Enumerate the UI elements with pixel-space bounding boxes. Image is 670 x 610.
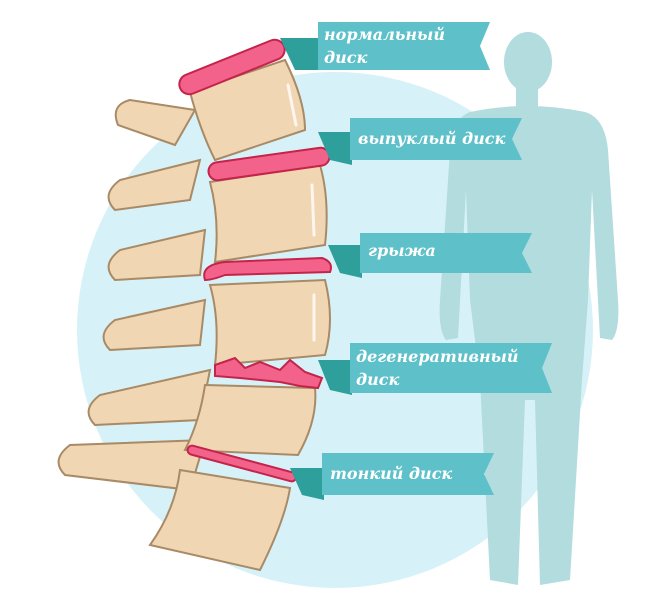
label-hernia: грыжа	[328, 233, 532, 278]
label-thin: тонкий диск	[330, 464, 452, 483]
label-normal-disc: нормальный диск	[280, 22, 490, 70]
label-hernia-text: грыжа	[368, 241, 436, 260]
disc-degenerative	[214, 356, 324, 390]
label-bulging: выпуклый диск	[358, 129, 506, 148]
disc-hernia	[203, 256, 332, 282]
label-degenerative-line2: диск	[356, 370, 400, 389]
spine	[57, 58, 331, 572]
label-normal-line1: нормальный	[324, 25, 445, 44]
label-normal-line2: диск	[324, 48, 368, 67]
label-degenerative-disc: дегенеративный диск	[318, 343, 552, 395]
label-bulging-disc: выпуклый диск	[318, 118, 522, 165]
label-degenerative-line1: дегенеративный	[356, 347, 519, 366]
highlights	[286, 83, 316, 342]
label-thin-disc: тонкий диск	[290, 453, 494, 500]
